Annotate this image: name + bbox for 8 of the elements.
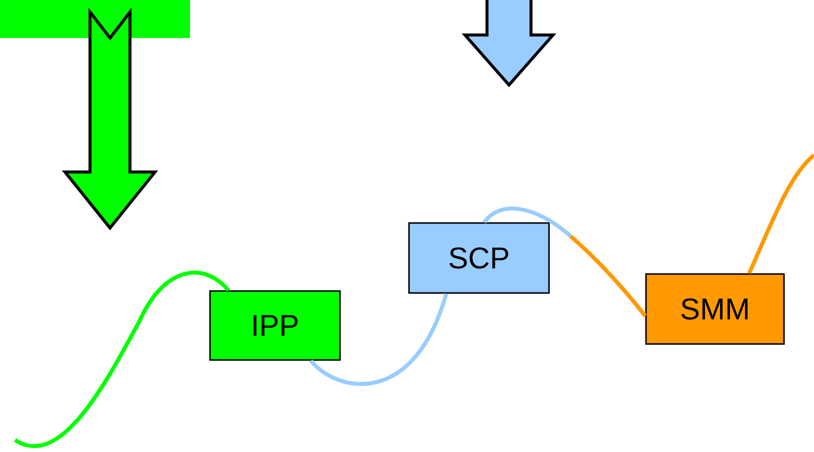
process-box: SMM bbox=[645, 273, 785, 345]
curve bbox=[309, 293, 448, 386]
curve bbox=[747, 154, 814, 274]
curve bbox=[14, 270, 230, 448]
curve bbox=[569, 234, 647, 318]
process-box: SCP bbox=[408, 222, 550, 294]
process-box: IPP bbox=[209, 290, 341, 361]
band bbox=[0, 0, 190, 38]
